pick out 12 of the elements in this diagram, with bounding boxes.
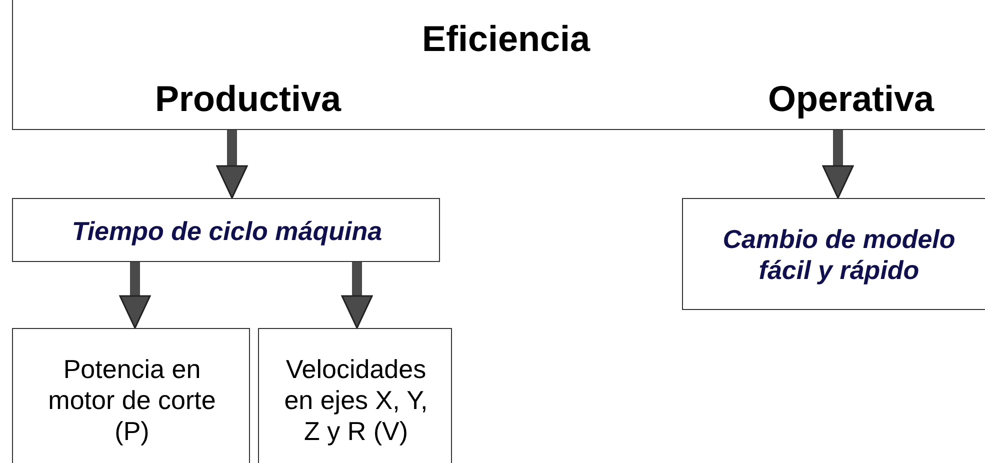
box-label: Potencia en motor de corte (P) <box>47 354 217 448</box>
text-box <box>12 328 250 463</box>
box-label: Eficiencia <box>420 16 592 60</box>
box-label: Cambio de modelo fácil y rápido <box>722 224 956 286</box>
box-label: Operativa <box>766 76 936 120</box>
text-box <box>258 328 452 463</box>
text-box <box>682 198 985 310</box>
box-label: Tiempo de ciclo máquina <box>70 216 384 247</box>
text-box <box>12 198 440 262</box>
box-label: Velocidades en ejes X, Y, Z y R (V) <box>283 354 429 448</box>
text-box <box>12 0 985 130</box>
box-label: Productiva <box>154 76 342 120</box>
